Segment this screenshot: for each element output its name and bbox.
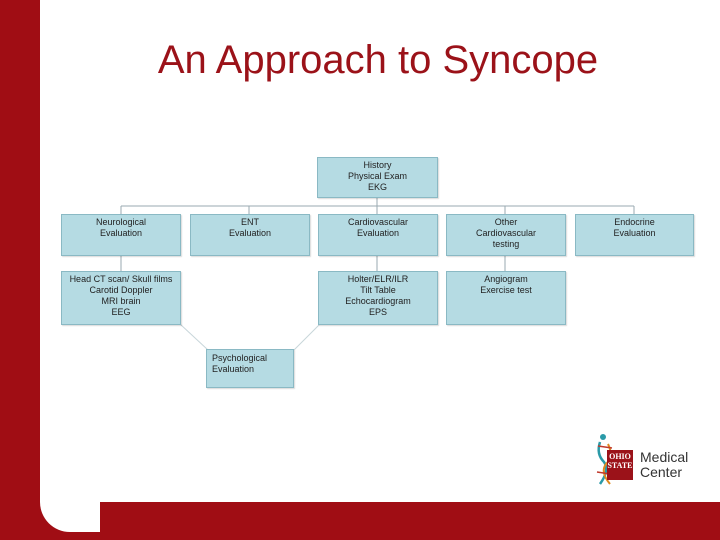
logo-word: Center — [640, 464, 683, 480]
node-text: Cardiovascular — [347, 217, 409, 227]
node-text: Neurological — [95, 217, 147, 227]
node-text: Tilt Table — [360, 285, 396, 295]
other-tests-node: Angiogram Exercise test — [446, 271, 566, 325]
node-text: Evaluation — [356, 228, 400, 238]
node-text: EEG — [111, 307, 131, 317]
logo-wordmark: Medical Center — [640, 450, 688, 480]
node-text: ENT — [241, 217, 259, 227]
slide-title: An Approach to Syncope — [157, 38, 599, 82]
neuro-tests-node: Head CT scan/ Skull films Carotid Dopple… — [61, 271, 181, 325]
seal-text: OHIO — [609, 452, 631, 461]
node-text: Exercise test — [480, 285, 532, 295]
left-accent-bar — [0, 0, 40, 540]
node-text: Evaluation — [613, 228, 656, 238]
corner-curve — [40, 472, 100, 532]
node-text: Angiogram — [484, 274, 528, 284]
node-text: testing — [492, 239, 520, 249]
node-text: Physical Exam — [347, 171, 408, 181]
node-text: Evaluation — [99, 228, 143, 238]
ent-evaluation-node: ENT Evaluation — [190, 214, 310, 256]
bottom-accent-bar — [0, 502, 720, 540]
node-text: Evaluation — [212, 364, 255, 374]
node-text: Holter/ELR/ILR — [347, 274, 409, 284]
seal-text: STATE — [607, 461, 633, 470]
logo-word: Medical — [640, 449, 689, 465]
ohio-state-seal: OHIO STATE — [607, 450, 633, 480]
neurological-evaluation-node: Neurological Evaluation — [61, 214, 181, 256]
node-text: Cardiovascular — [475, 228, 537, 238]
cardio-tests-node: Holter/ELR/ILR Tilt Table Echocardiogram… — [318, 271, 438, 325]
node-text: Carotid Doppler — [89, 285, 153, 295]
psychological-evaluation-node: Psychological Evaluation — [206, 349, 294, 388]
node-text: Endocrine — [614, 217, 655, 227]
root-node: History Physical Exam EKG — [317, 157, 438, 198]
node-text: EKG — [367, 182, 387, 192]
ohio-state-medical-center-logo: OHIO STATE Medical Center — [594, 432, 704, 488]
node-text: Evaluation — [228, 228, 272, 238]
node-text: MRI brain — [101, 296, 141, 306]
node-text: Head CT scan/ Skull films — [69, 274, 173, 284]
other-cardiovascular-testing-node: Other Cardiovascular testing — [446, 214, 566, 256]
endocrine-evaluation-node: Endocrine Evaluation — [575, 214, 694, 256]
node-text: Other — [494, 217, 518, 227]
node-text: History — [363, 160, 392, 170]
node-text: Echocardiogram — [345, 296, 411, 306]
node-text: EPS — [368, 307, 387, 317]
node-text: Psychological — [212, 353, 268, 363]
cardiovascular-evaluation-node: Cardiovascular Evaluation — [318, 214, 438, 256]
